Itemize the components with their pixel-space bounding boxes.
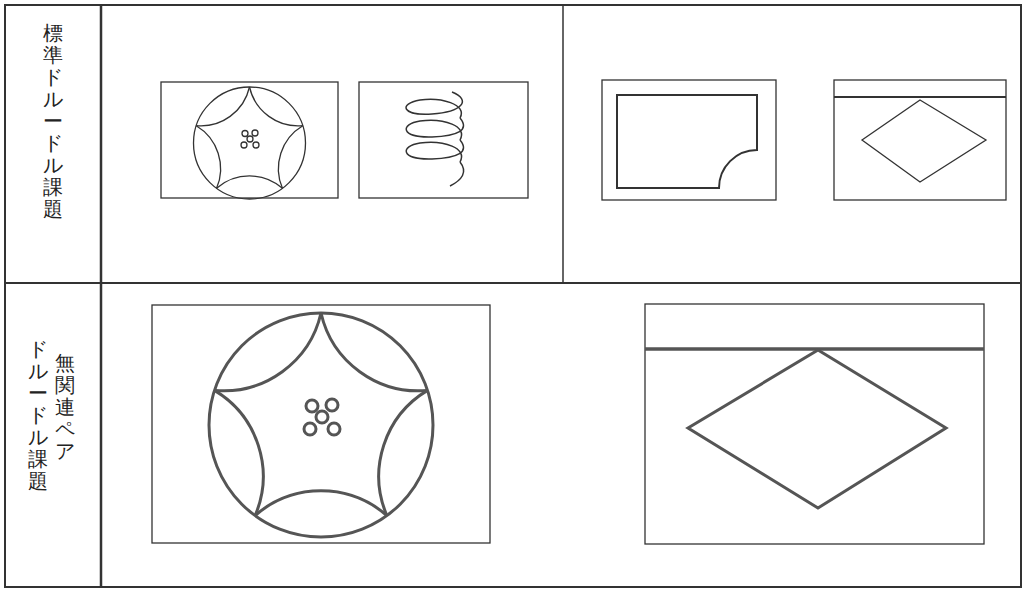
table-grid [5, 5, 1021, 587]
row-header: 標準ドルードル課題 [43, 22, 63, 220]
unrelated-pair-doodles [152, 304, 984, 544]
standard-doodles [161, 80, 1006, 200]
row-header: ドルードル課題 [28, 338, 48, 492]
row-header: 無関連ペア [55, 352, 75, 462]
